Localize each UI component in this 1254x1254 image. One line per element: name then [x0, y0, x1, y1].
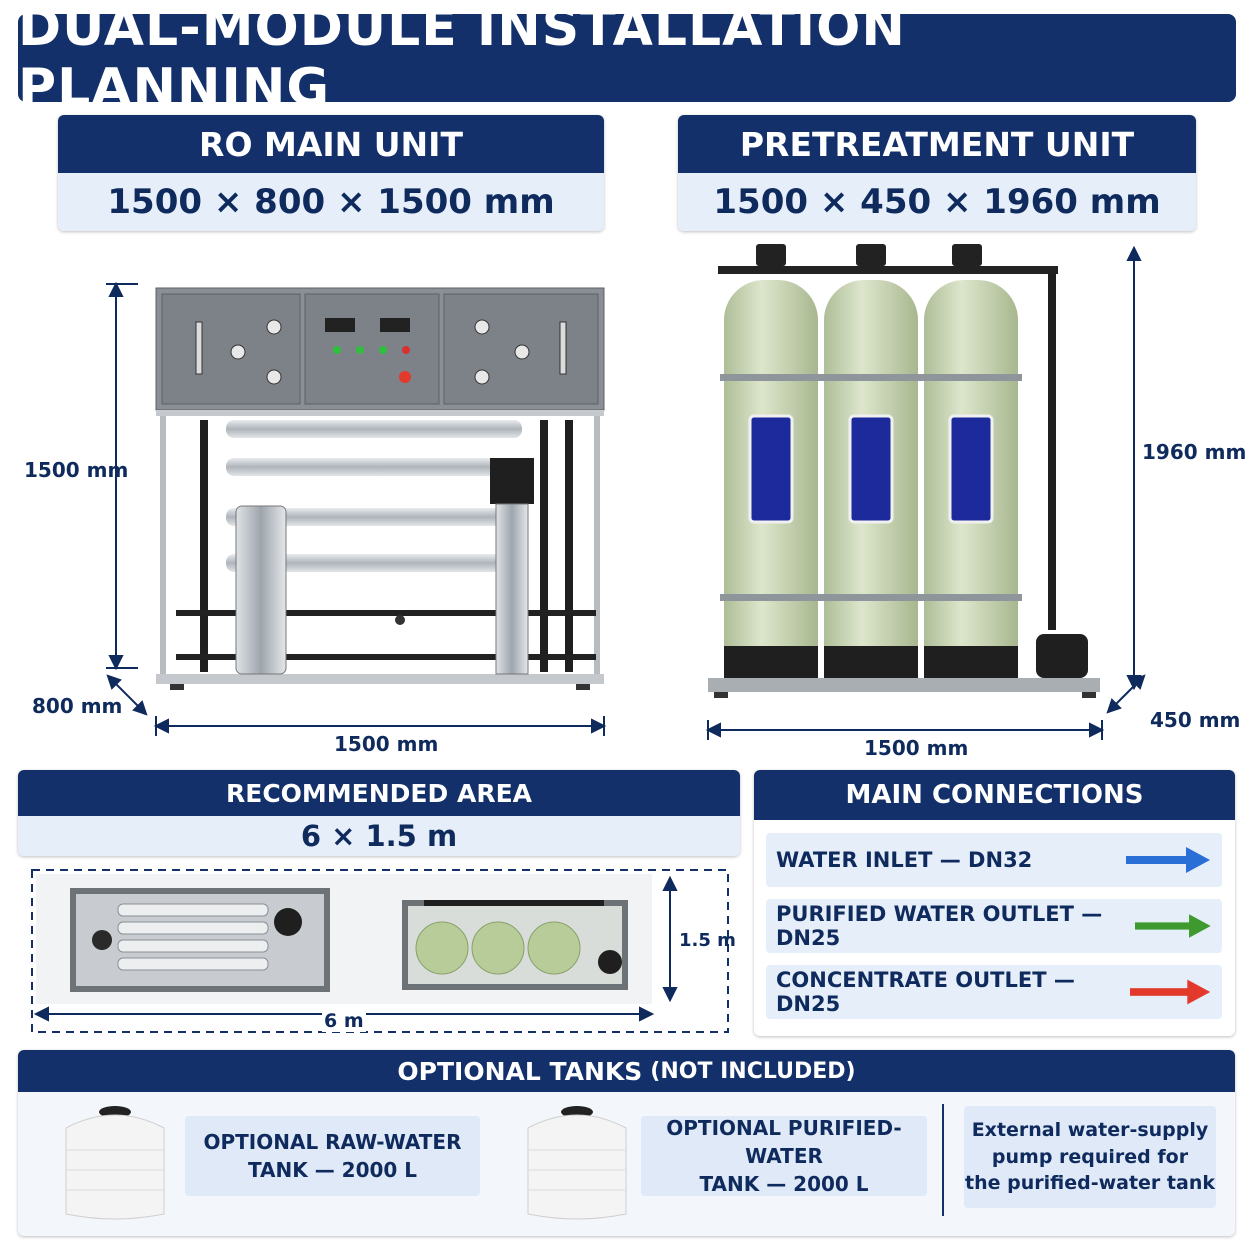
- raw-water-tank-icon: [65, 1106, 165, 1220]
- raw-water-tank-label: OPTIONAL RAW-WATER TANK — 2000 L: [185, 1116, 480, 1196]
- ro-height-label: 1500 mm: [24, 458, 129, 482]
- page-title: DUAL-MODULE INSTALLATION PLANNING: [18, 0, 1236, 118]
- recommended-area-heading: RECOMMENDED AREA: [18, 770, 740, 816]
- connection-label: WATER INLET — DN32: [776, 848, 1033, 872]
- external-pump-note-line3: the purified-water tank: [965, 1172, 1215, 1195]
- pretreatment-illustration: [705, 244, 1146, 740]
- external-pump-note: External water-supply pump required for …: [964, 1106, 1216, 1208]
- raw-water-tank-line1: OPTIONAL RAW-WATER: [203, 1130, 462, 1154]
- recommended-area-card: RECOMMENDED AREA 6 × 1.5 m: [18, 770, 740, 856]
- purified-water-tank-icon: [527, 1106, 627, 1220]
- connection-label: PURIFIED WATER OUTLET — DN25: [776, 902, 1103, 950]
- ro-width-label: 1500 mm: [334, 732, 439, 756]
- ro-unit-size: 1500 × 800 × 1500 mm: [58, 173, 604, 231]
- pretreatment-size: 1500 × 450 × 1960 mm: [678, 173, 1196, 231]
- red-arrow-icon: [1129, 979, 1211, 1005]
- area-length-label: 6 m: [322, 1010, 366, 1032]
- pretreatment-depth-label: 450 mm: [1150, 708, 1241, 732]
- main-connections-heading: MAIN CONNECTIONS: [754, 770, 1235, 820]
- pretreatment-spec-card: PRETREATMENT UNIT 1500 × 450 × 1960 mm: [678, 115, 1196, 231]
- optional-tanks-heading-main: OPTIONAL TANKS: [397, 1056, 643, 1086]
- pretreatment-height-label: 1960 mm: [1142, 440, 1247, 464]
- main-connections-panel: MAIN CONNECTIONS WATER INLET — DN32 PURI…: [754, 770, 1235, 1036]
- optional-tanks-heading-note: (NOT INCLUDED): [650, 1058, 856, 1084]
- pretreatment-heading: PRETREATMENT UNIT: [678, 115, 1196, 173]
- recommended-area-size: 6 × 1.5 m: [18, 816, 740, 856]
- ro-unit-illustration: [106, 281, 607, 736]
- external-pump-note-line1: External water-supply: [971, 1119, 1209, 1142]
- ro-depth-label: 800 mm: [32, 694, 123, 718]
- pretreatment-width-label: 1500 mm: [864, 736, 969, 760]
- tank-divider: [942, 1104, 944, 1216]
- purified-water-tank-line1: OPTIONAL PURIFIED-WATER: [666, 1116, 902, 1168]
- connection-row-concentrate-outlet: CONCENTRATE OUTLET — DN25: [766, 965, 1222, 1019]
- purified-water-tank-line2: TANK — 2000 L: [699, 1172, 869, 1196]
- optional-tanks-heading: OPTIONAL TANKS (NOT INCLUDED): [18, 1050, 1235, 1092]
- raw-water-tank-line2: TANK — 2000 L: [247, 1158, 418, 1182]
- blue-arrow-icon: [1126, 847, 1210, 873]
- area-depth-label: 1.5 m: [679, 930, 736, 951]
- connection-row-water-inlet: WATER INLET — DN32: [766, 833, 1222, 887]
- purified-water-tank-label: OPTIONAL PURIFIED-WATER TANK — 2000 L: [641, 1116, 927, 1196]
- external-pump-note-line2: pump required for: [991, 1145, 1189, 1168]
- green-arrow-icon: [1134, 914, 1211, 938]
- floor-plan: [31, 869, 729, 1033]
- ro-unit-heading: RO MAIN UNIT: [58, 115, 604, 173]
- connection-label: CONCENTRATE OUTLET — DN25: [776, 968, 1075, 1016]
- connection-row-purified-outlet: PURIFIED WATER OUTLET — DN25: [766, 899, 1222, 953]
- ro-unit-spec-card: RO MAIN UNIT 1500 × 800 × 1500 mm: [58, 115, 604, 231]
